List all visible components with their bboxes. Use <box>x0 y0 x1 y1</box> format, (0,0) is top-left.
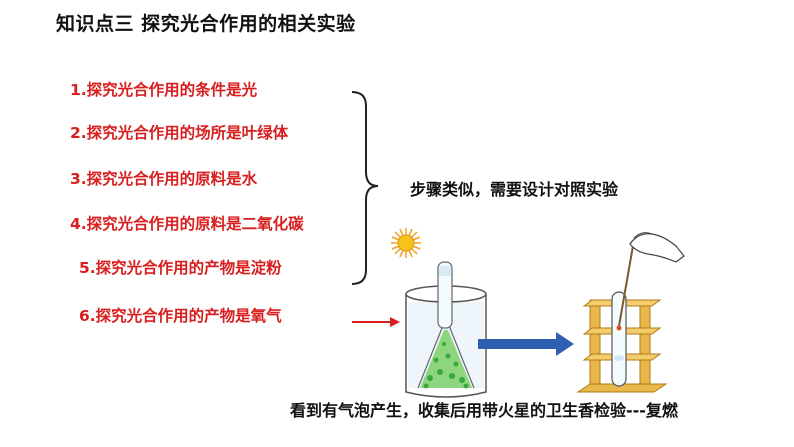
experiment-item-4: 4.探究光合作用的原料是二氧化碳 <box>70 215 304 233</box>
experiment-item-6: 6.探究光合作用的产物是氧气 <box>79 307 282 325</box>
page-title: 知识点三 探究光合作用的相关实验 <box>56 13 356 35</box>
experiment-item-2: 2.探究光合作用的场所是叶绿体 <box>70 124 289 142</box>
curly-bracket <box>351 91 379 285</box>
sun-icon <box>391 228 421 258</box>
red-arrow-icon <box>352 317 400 327</box>
experiment-item-5: 5.探究光合作用的产物是淀粉 <box>79 259 282 277</box>
bottom-caption: 看到有气泡产生，收集后用带火星的卫生香检验---复燃 <box>290 401 678 420</box>
bracket-note: 步骤类似，需要设计对照实验 <box>410 180 619 199</box>
beaker-with-plant-illustration <box>405 261 487 398</box>
blue-arrow-icon <box>478 332 574 356</box>
experiment-item-1: 1.探究光合作用的条件是光 <box>70 81 258 99</box>
test-tube-rack-illustration <box>576 232 685 393</box>
experiment-item-3: 3.探究光合作用的原料是水 <box>70 170 258 188</box>
